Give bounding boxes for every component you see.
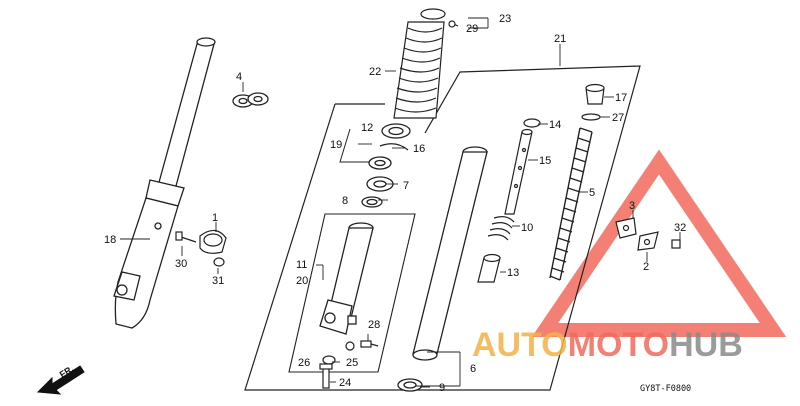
brackets-2-3 — [615, 217, 681, 251]
spring-5 — [549, 83, 605, 281]
seals-stack — [361, 123, 411, 208]
callout-11: 11 — [296, 259, 307, 271]
callout-7: 7 — [403, 180, 409, 192]
callout-31: 31 — [212, 275, 224, 287]
callout-15: 15 — [539, 155, 551, 167]
front-direction-arrow: FR. — [36, 364, 85, 395]
fork-tube-18 — [113, 37, 216, 329]
assembly-frame — [244, 65, 641, 391]
callout-3: 3 — [629, 200, 635, 212]
dust-boot-22 — [393, 8, 459, 119]
callout-1: 1 — [212, 212, 218, 224]
callout-30: 30 — [175, 258, 187, 270]
callout-19: 19 — [330, 139, 342, 151]
clamp-parts — [175, 229, 227, 267]
callout-14: 14 — [549, 119, 561, 131]
slider-11-20 — [319, 222, 374, 335]
callout-13: 13 — [507, 267, 519, 279]
watermark-part-moto: MOTO — [568, 326, 669, 364]
watermark-part-hub: HUB — [669, 326, 743, 364]
callout-labels: 1 2 3 4 5 6 7 8 9 10 11 12 13 14 15 16 1… — [104, 13, 686, 394]
callout-8: 8 — [342, 195, 348, 207]
callout-29: 29 — [466, 23, 478, 35]
callout-22: 22 — [369, 66, 381, 78]
callout-17: 17 — [615, 92, 627, 104]
inner-frame — [288, 213, 416, 373]
callout-26: 26 — [298, 357, 310, 369]
callout-16: 16 — [413, 143, 425, 155]
damper-rod — [477, 118, 541, 283]
callout-24: 24 — [339, 377, 351, 389]
callout-27: 27 — [612, 112, 624, 124]
callout-5: 5 — [589, 187, 595, 199]
callout-21: 21 — [554, 33, 566, 45]
leader-lines — [120, 17, 681, 388]
callout-9: 9 — [439, 382, 445, 394]
callout-28: 28 — [368, 319, 380, 331]
callout-25: 25 — [346, 357, 358, 369]
callout-2: 2 — [643, 261, 649, 273]
watermark-logo: AUTOMOTOHUB — [472, 326, 743, 364]
callout-12: 12 — [361, 122, 373, 134]
callout-10: 10 — [521, 222, 533, 234]
bolts-lower — [319, 340, 379, 389]
callout-20: 20 — [296, 275, 308, 287]
watermark-part-auto: AUTO — [472, 326, 568, 364]
callout-6: 6 — [470, 363, 476, 375]
inner-tube-6 — [397, 146, 488, 392]
svg-text:AUTOMOTOHUB: AUTOMOTOHUB — [472, 326, 743, 364]
drawing-code: GY8T-F0800 — [640, 384, 691, 394]
callout-4: 4 — [236, 71, 242, 83]
callout-23: 23 — [499, 13, 511, 25]
callout-32: 32 — [674, 222, 686, 234]
seal-4 — [232, 92, 269, 108]
watermark-triangle — [531, 149, 787, 337]
callout-18: 18 — [104, 234, 116, 246]
